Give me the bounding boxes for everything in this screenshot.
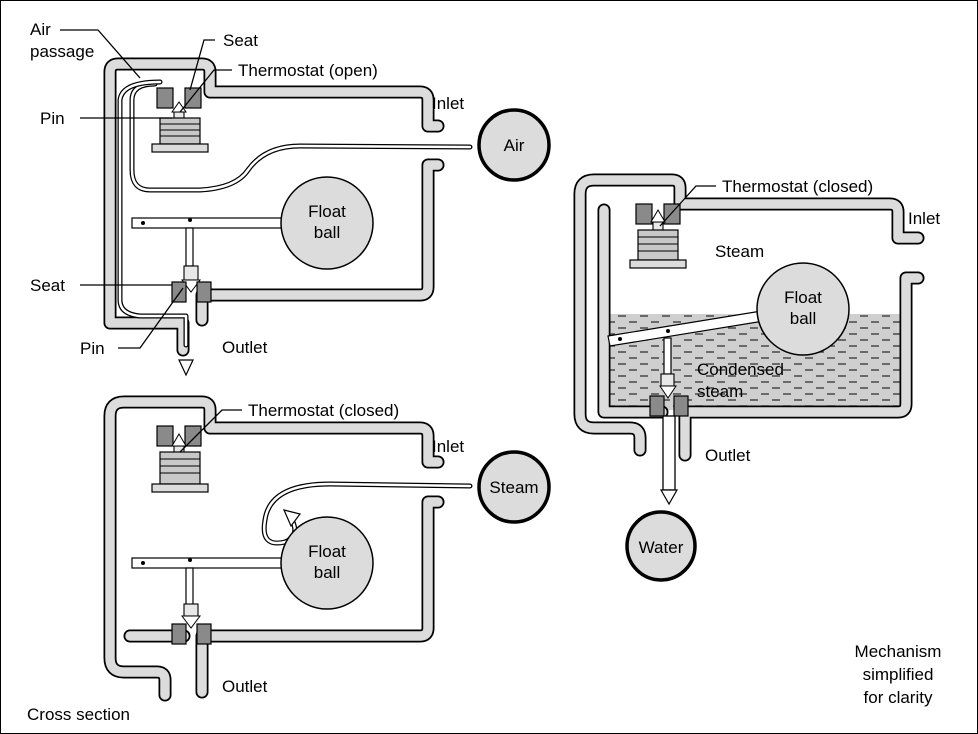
bottom-inlet-label: Inlet (432, 437, 464, 456)
note-line-2: simplified (863, 665, 934, 684)
air-out-arrow (179, 360, 193, 375)
top-bottom-seat-left (172, 282, 186, 302)
air-passage-label-2: passage (30, 42, 94, 61)
steam-badge-label: Steam (489, 478, 538, 497)
condensed-label-1: Condensed (697, 360, 784, 379)
bottom-seat-right (185, 426, 201, 446)
right-inlet-label: Inlet (908, 209, 940, 228)
top-bellows (160, 118, 200, 144)
top-seat-right (185, 88, 201, 108)
top-seat-label: Seat (223, 31, 258, 50)
condensed-label-2: steam (697, 382, 743, 401)
bottom-pin-label: Pin (80, 339, 105, 358)
bottom-seat-left (157, 426, 173, 446)
bottom-lever (132, 558, 290, 568)
air-badge-label: Air (504, 136, 525, 155)
top-pin-label: Pin (40, 109, 65, 128)
bottom-bellows (160, 452, 200, 484)
right-outlet-pipe (663, 416, 675, 490)
note-line-3: for clarity (864, 688, 933, 707)
right-thermostat-label: Thermostat (closed) (722, 177, 873, 196)
top-bottom-pin (184, 266, 198, 280)
caption-cross-section: Cross section (27, 705, 130, 724)
top-inlet-label: Inlet (432, 94, 464, 113)
right-thermostat (630, 204, 686, 268)
bottom-diagram: Float ball Steam Thermostat (closed) Inl… (110, 401, 549, 696)
right-steam-label: Steam (715, 242, 764, 261)
bottom-float-line1: Float (308, 542, 346, 561)
bottom-thermostat-label: Thermostat (closed) (248, 401, 399, 420)
top-thermostat (152, 88, 208, 152)
bottom-seat-label: Seat (30, 276, 65, 295)
right-outlet-label: Outlet (705, 446, 751, 465)
top-outlet-label: Outlet (222, 338, 268, 357)
top-bellows-base (152, 144, 208, 152)
air-passage-label-1: Air (30, 20, 51, 39)
top-lever (132, 218, 290, 228)
bottom-outlet-label: Outlet (222, 677, 268, 696)
top-thermostat-label: Thermostat (open) (238, 61, 378, 80)
right-float-line1: Float (784, 288, 822, 307)
right-bellows (638, 230, 678, 260)
right-float-line2: ball (790, 309, 816, 328)
top-float-line1: Float (308, 202, 346, 221)
bottom-float-line2: ball (314, 563, 340, 582)
note-line-1: Mechanism (855, 642, 942, 661)
right-diagram: Float ball Water Thermostat (closed) Inl… (580, 177, 940, 580)
bottom-thermostat (152, 426, 208, 492)
top-bottom-seat-right (197, 282, 211, 302)
top-diagram: Float ball Air Air passage Seat Thermost… (30, 20, 549, 375)
top-seat-left (157, 88, 173, 108)
top-float-line2: ball (314, 223, 340, 242)
water-badge-label: Water (639, 538, 684, 557)
top-lever-stem (186, 228, 193, 266)
